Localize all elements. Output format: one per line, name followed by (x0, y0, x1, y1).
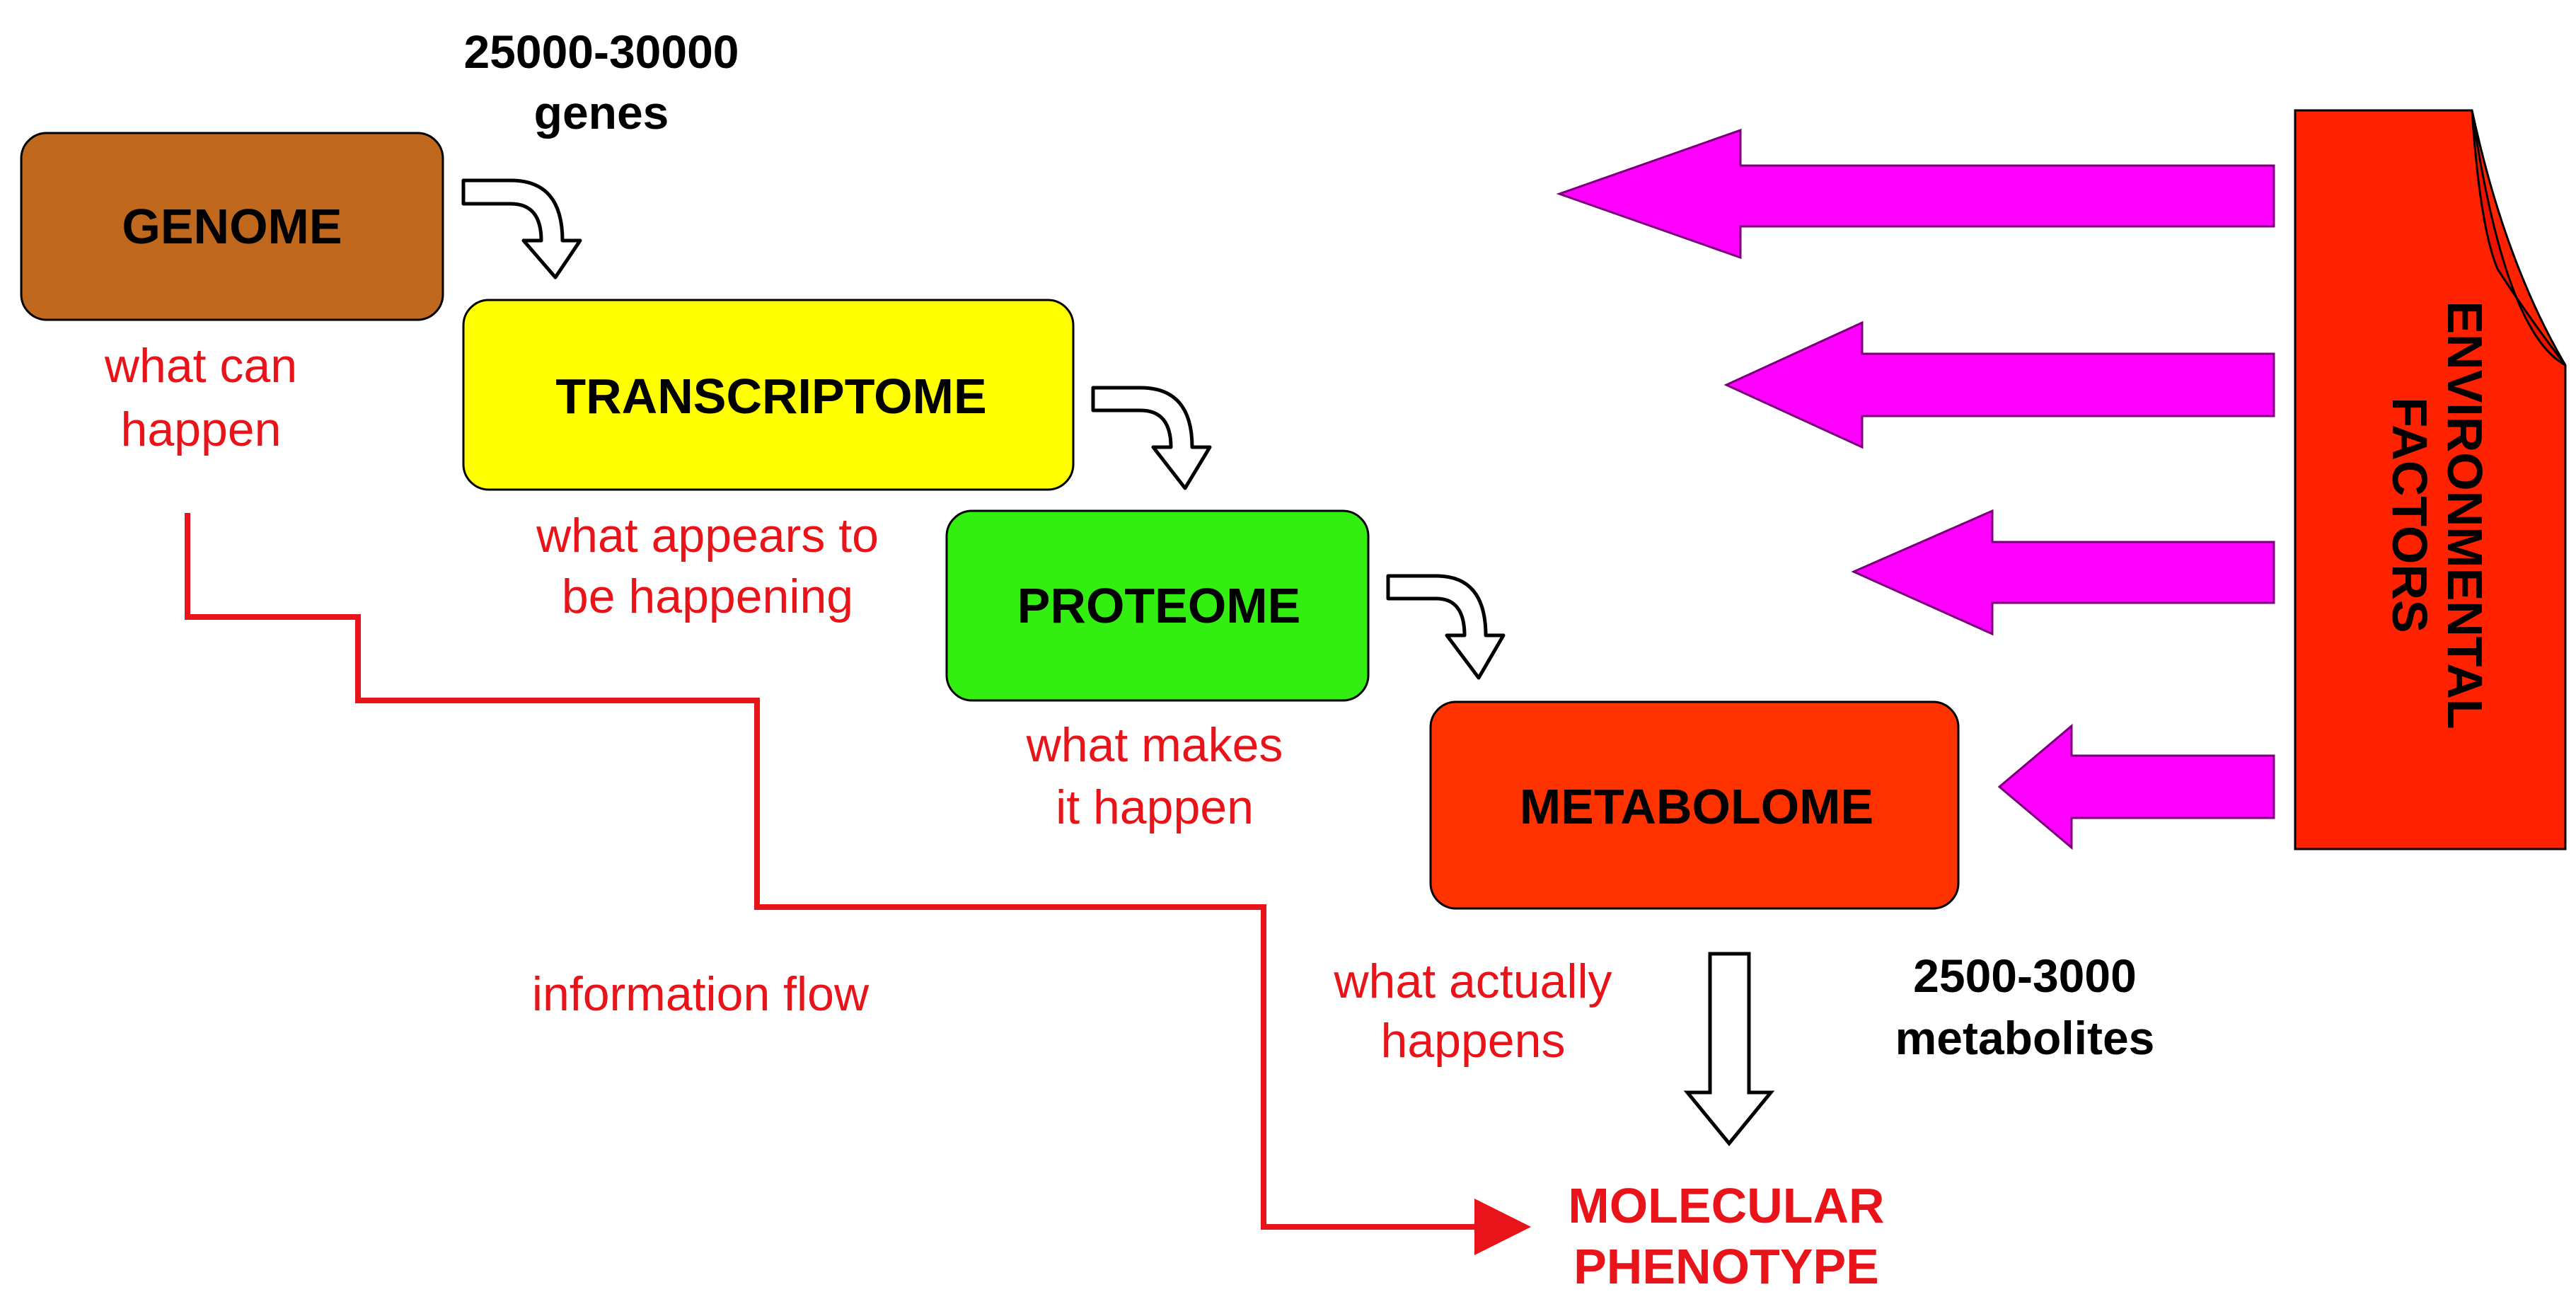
proteome-box: PROTEOME (945, 509, 1370, 702)
environment-arrow-2 (1723, 321, 2275, 449)
proteome-label: PROTEOME (1017, 578, 1301, 633)
genome-description-line2: happen (121, 403, 282, 456)
genes-count-line1: 25000-30000 (463, 25, 739, 78)
environmental-factors-line2: FACTORS (2382, 397, 2437, 633)
metabolome-description-line2: happens (1381, 1014, 1566, 1068)
down-arrow-icon (1683, 952, 1775, 1146)
genome-box-shape (20, 132, 444, 321)
genome-description-line1: what can (104, 339, 297, 393)
curved-arrow-icon (1386, 574, 1506, 680)
curved-arrow-genome-transcriptome (461, 178, 582, 279)
metabolites-count-line2: metabolites (1895, 1012, 2155, 1064)
metabolome-box: METABOLOME (1429, 700, 1960, 910)
metabolome-description-line1: what actually (1333, 954, 1612, 1008)
transcriptome-description-line1: what appears to (536, 509, 879, 562)
page-curl-icon (2471, 110, 2567, 367)
proteome-description-line2: it happen (1056, 780, 1254, 834)
curved-arrow-proteome-metabolome (1386, 574, 1506, 680)
genome-box: GENOME (20, 132, 444, 321)
curved-arrow-transcriptome-proteome (1091, 386, 1212, 490)
transcriptome-box: TRANSCRIPTOME (462, 299, 1075, 491)
down-arrow-phenotype (1683, 952, 1775, 1146)
transcriptome-box-shape (462, 299, 1075, 491)
curved-arrow-icon (461, 178, 582, 279)
metabolome-label: METABOLOME (1520, 779, 1873, 834)
metabolome-box-shape (1429, 700, 1960, 910)
environment-arrow-4 (1997, 723, 2275, 850)
molecular-phenotype-line2: PHENOTYPE (1573, 1239, 1879, 1294)
curved-arrow-icon (1091, 386, 1212, 490)
environmental-factors-line1: ENVIRONMENTAL (2437, 301, 2493, 729)
genes-count-line2: genes (534, 86, 669, 139)
transcriptome-description-line2: be happening (562, 570, 853, 623)
metabolites-count-line1: 2500-3000 (1913, 950, 2137, 1002)
proteome-description-line1: what makes (1026, 718, 1283, 772)
transcriptome-label: TRANSCRIPTOME (555, 369, 986, 424)
information-flow-line (185, 513, 1531, 1255)
molecular-phenotype-line1: MOLECULAR (1568, 1178, 1884, 1233)
genome-label: GENOME (122, 199, 342, 254)
proteome-box-shape (945, 509, 1370, 702)
environmental-factors-banner: ENVIRONMENTAL FACTORS (2294, 109, 2567, 850)
environment-arrow-3 (1851, 509, 2275, 636)
information-flow-label: information flow (532, 967, 870, 1021)
environment-arrow-1 (1556, 128, 2275, 260)
